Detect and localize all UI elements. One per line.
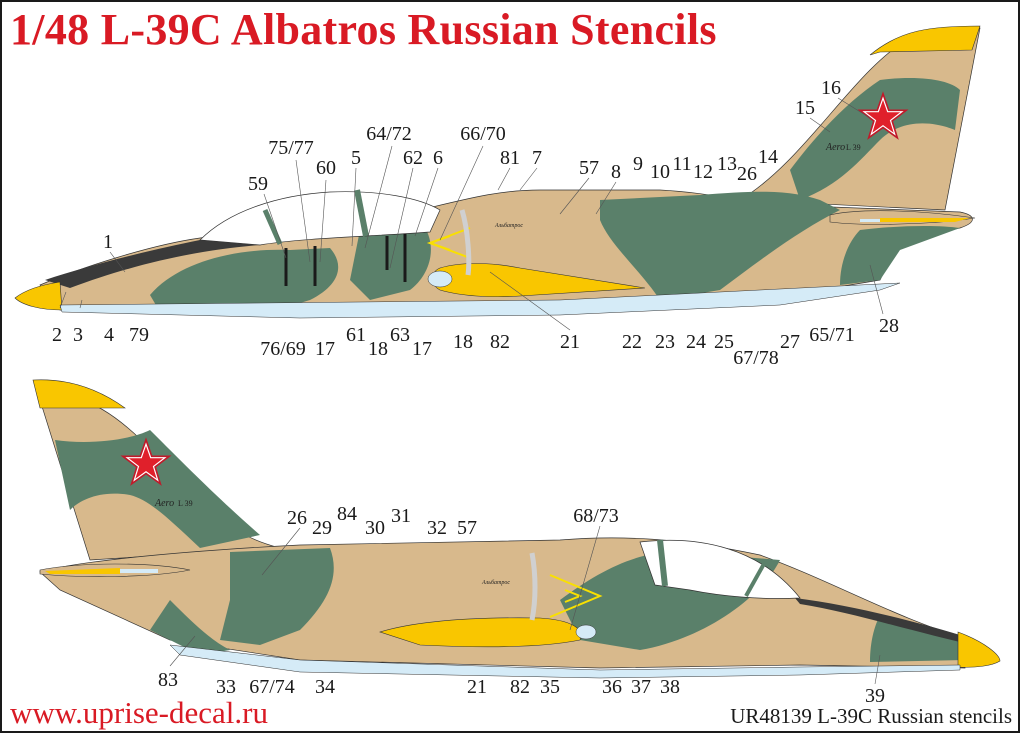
svg-text:L 39: L 39 [178,499,193,508]
callout-label: 75/77 [268,137,314,159]
callout-label: 6 [433,147,443,169]
callout-label: 21 [560,331,580,353]
svg-text:Aero: Aero [825,142,845,153]
callout-label: 17 [315,338,335,360]
callout-label: 83 [158,669,178,691]
product-code: UR48139 L-39C Russian stencils [730,704,1012,728]
callout-label: 34 [315,676,335,698]
callout-label: 9 [633,153,643,175]
callout-label: 11 [672,153,692,175]
callout-label: 13 [717,153,737,175]
callout-label: 57 [457,517,477,539]
callout-label: 18 [368,338,388,360]
lower-anti-glare [795,598,960,642]
callout-label: 62 [403,147,423,169]
lower-nose-cone [957,631,1001,668]
callout-label: 64/72 [366,123,412,145]
callout-label: 82 [510,676,530,698]
callout-label: 67/74 [249,676,295,698]
callout-label: 60 [316,157,336,179]
callout-label: 30 [365,517,385,539]
upper-nose-cone [14,281,63,311]
callout-label: 67/78 [733,347,779,369]
lower-fin-green-band [55,430,260,548]
callout-label: 26 [737,163,757,185]
upper-fin-green-band [790,78,960,200]
callout-label: 66/70 [460,123,506,145]
svg-text:Aero: Aero [154,498,174,509]
callout-label: 79 [129,324,149,346]
callout-label: 21 [467,676,487,698]
callout-label: 17 [412,338,432,360]
callout-label: 8 [611,161,621,183]
callout-label: 15 [795,97,815,119]
callout-label: 37 [631,676,651,698]
callout-label: 59 [248,173,268,195]
callout-label: 2 [52,324,62,346]
callout-label: 4 [104,324,114,346]
callout-label: 28 [879,315,899,337]
callout-label: 10 [650,161,670,183]
lower-underside [169,644,961,679]
callout-label: 31 [391,505,411,527]
callout-label: 18 [453,331,473,353]
callout-label: 39 [865,685,885,707]
callout-label: 12 [693,161,713,183]
callout-label: 68/73 [573,505,619,527]
upper-aircraft-profile: Aero L 39 Альбатрос [14,25,981,319]
callout-label: 1 [103,231,113,253]
svg-text:L 39: L 39 [846,143,861,152]
callout-label: 57 [579,157,599,179]
upper-underside [59,282,901,319]
callout-label: 38 [660,676,680,698]
svg-text:Альбатрос: Альбатрос [494,222,523,229]
upper-canopy [199,191,441,246]
lower-aircraft-profile: Aero L 39 Альбатрос [32,379,1001,679]
callout-label: 35 [540,676,560,698]
lower-fin-tip [32,379,126,409]
svg-text:Альбатрос: Альбатрос [481,579,510,586]
callout-label: 33 [216,676,236,698]
callout-label: 23 [655,331,675,353]
callout-label: 24 [686,331,706,353]
callout-label: 84 [337,503,357,525]
callout-label: 36 [602,676,622,698]
callout-label: 27 [780,331,800,353]
callout-label: 32 [427,517,447,539]
callout-label: 3 [73,324,83,346]
callout-label: 76/69 [260,338,306,360]
callout-label: 81 [500,147,520,169]
callout-label: 29 [312,517,332,539]
callout-label: 61 [346,324,366,346]
callout-label: 63 [390,324,410,346]
callout-label: 7 [532,147,542,169]
upper-fin-tip [869,25,981,56]
callout-label: 16 [821,77,841,99]
callout-label: 26 [287,507,307,529]
upper-anti-glare [45,237,260,288]
website-link[interactable]: www.uprise-decal.ru [10,695,268,730]
callout-label: 14 [758,146,778,168]
sheet-title: 1/48 L-39C Albatros Russian Stencils [10,5,717,54]
lower-tip-tank [378,617,582,648]
callout-label: 22 [622,331,642,353]
callout-label: 65/71 [809,324,855,346]
lower-canopy [639,539,801,599]
callout-label: 82 [490,331,510,353]
callout-label: 25 [714,331,734,353]
callout-label: 5 [351,147,361,169]
callout-leader-lines [59,97,884,685]
